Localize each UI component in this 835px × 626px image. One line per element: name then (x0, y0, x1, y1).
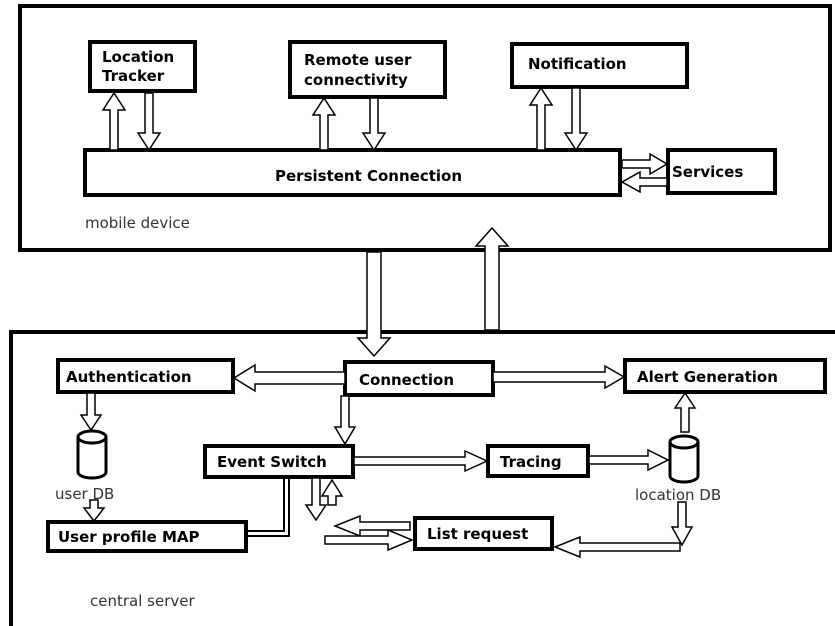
arrow-pc-to-remote-user (311, 96, 337, 151)
location-tracker-label-line2: Tracker (102, 67, 165, 85)
location-tracker-node: Location Tracker (88, 40, 197, 93)
list-request-node: List request (413, 516, 554, 551)
arrow-pc-to-location-tracker (101, 91, 127, 151)
event-switch-label: Event Switch (217, 453, 327, 471)
connection-node: Connection (343, 360, 495, 397)
arrow-pc-to-services (621, 152, 669, 176)
arrow-alert-to-location-db (673, 391, 697, 433)
notification-label: Notification (528, 55, 627, 73)
user-profile-map-label: User profile MAP (58, 528, 200, 546)
arrow-connection-to-event-switch (333, 395, 357, 446)
remote-user-connectivity-node: Remote user connectivity (288, 40, 447, 99)
authentication-label: Authentication (66, 368, 192, 386)
arrow-mobile-to-server (356, 251, 392, 358)
arrow-location-db-down (670, 501, 694, 547)
tracing-node: Tracing (486, 444, 590, 478)
user-db-label: user DB (55, 485, 114, 503)
arrow-remote-user-to-pc (361, 97, 387, 152)
arrow-tracing-to-location-db (588, 448, 670, 472)
location-db-label: location DB (635, 486, 721, 504)
central-server-caption: central server (90, 592, 195, 610)
tracing-label: Tracing (500, 453, 562, 471)
arrow-pc-to-notification (528, 86, 554, 151)
connector-event-switch-to-profile-map (247, 478, 285, 532)
services-label: Services (672, 163, 743, 181)
location-tracker-label-line1: Location (102, 48, 174, 66)
arrow-event-switch-to-tracing (353, 449, 489, 473)
connector-event-switch-to-profile-map-inner (247, 478, 290, 537)
arrow-server-to-mobile (474, 226, 510, 331)
arrow-list-request-to-event (332, 514, 411, 538)
arrow-connection-to-authentication (232, 363, 346, 393)
notification-node: Notification (510, 42, 689, 89)
alert-generation-label: Alert Generation (637, 368, 778, 386)
event-switch-node: Event Switch (203, 444, 355, 479)
arrow-to-list-request (324, 528, 414, 552)
alert-generation-node: Alert Generation (623, 358, 827, 394)
mobile-device-caption: mobile device (85, 214, 190, 232)
list-request-label: List request (427, 525, 528, 543)
authentication-node: Authentication (56, 358, 235, 394)
arrow-up-to-event-switch (320, 478, 344, 506)
arrow-to-list-request-from-db (552, 535, 681, 559)
persistent-connection-node: Persistent Connection (83, 148, 622, 197)
remote-user-label-line1: Remote user (304, 51, 412, 69)
arrow-location-tracker-to-pc (136, 92, 162, 152)
arrow-user-db-to-profile-map (82, 499, 106, 523)
location-db-icon (668, 434, 700, 484)
user-db-icon (76, 429, 108, 480)
user-profile-map-node: User profile MAP (46, 520, 248, 553)
arrow-connection-to-alert (492, 364, 626, 390)
arrow-services-to-pc (620, 170, 668, 194)
remote-user-label-line2: connectivity (304, 71, 408, 89)
arrow-event-switch-down (304, 477, 328, 522)
arrow-authentication-to-user-db (79, 392, 103, 432)
arrow-notification-to-pc (563, 87, 589, 152)
services-node: Services (666, 148, 777, 195)
connection-label: Connection (359, 371, 454, 389)
persistent-connection-label: Persistent Connection (275, 167, 462, 185)
